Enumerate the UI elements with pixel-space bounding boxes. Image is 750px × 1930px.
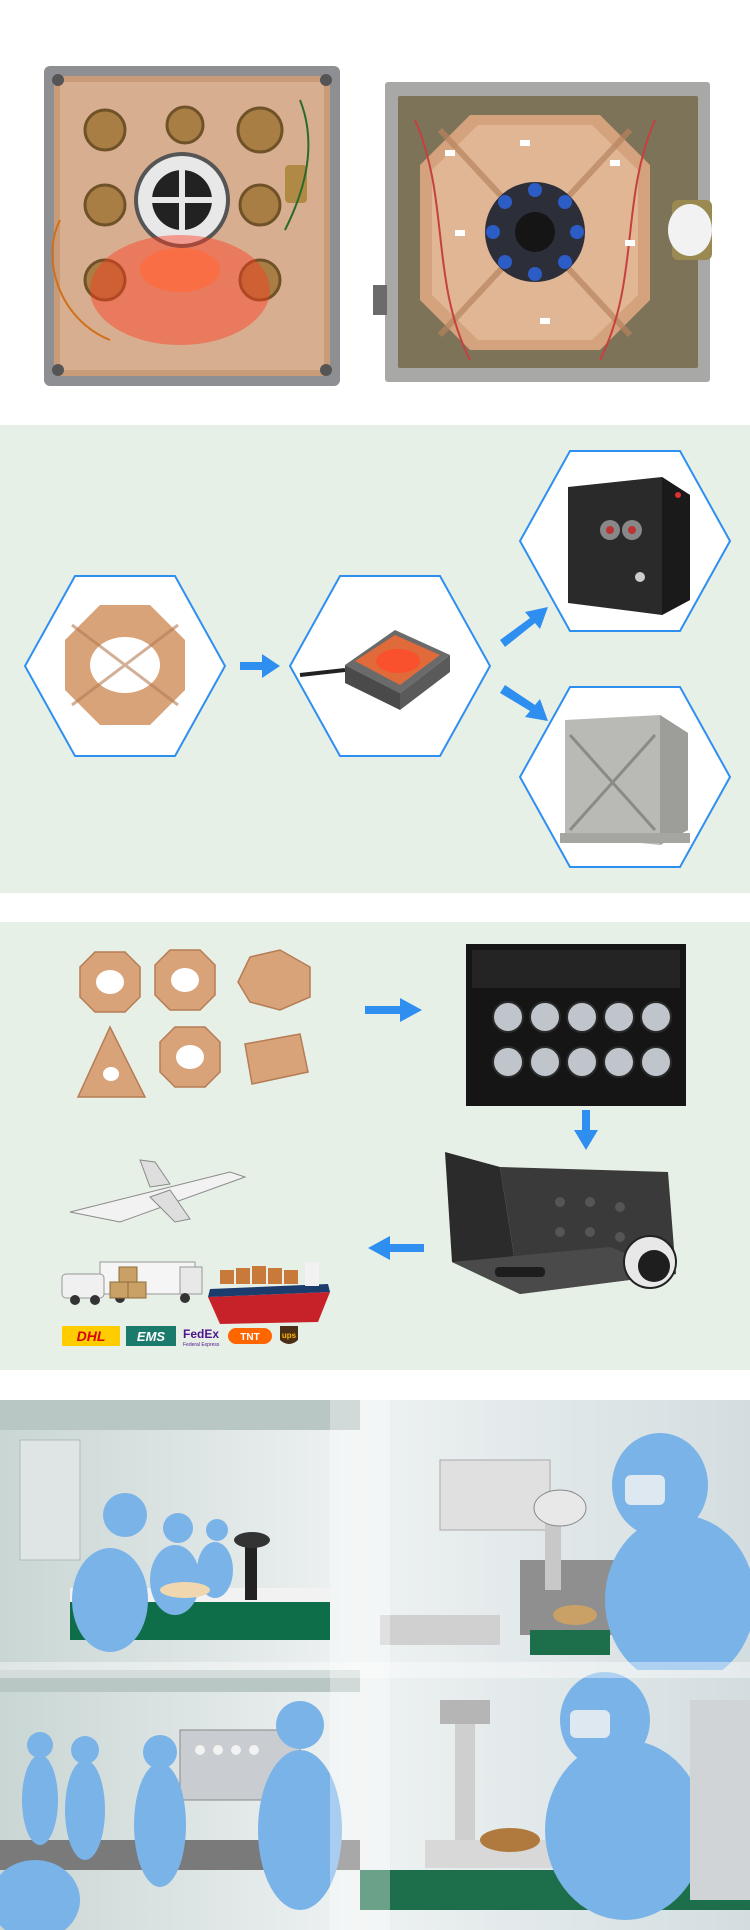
cleanroom-section <box>0 1400 750 1930</box>
right-arrow-icon <box>500 607 548 647</box>
svg-text:FedEx: FedEx <box>183 1327 219 1341</box>
silver-enclosure-unit <box>518 686 732 868</box>
assembled-device-open-top-photo <box>44 66 340 386</box>
amber-octagon-part <box>23 575 227 757</box>
svg-text:EMS: EMS <box>137 1329 166 1344</box>
svg-text:ups: ups <box>282 1331 297 1340</box>
foam-tray-with-vials <box>466 944 686 1106</box>
process-flow-section <box>0 425 750 893</box>
small-parts-set <box>76 949 311 1098</box>
black-enclosure-unit <box>518 450 732 632</box>
cleanroom-workers-row-photo <box>0 1400 360 1670</box>
svg-text:DHL: DHL <box>77 1328 106 1344</box>
ups-logo: ups <box>280 1326 298 1344</box>
dhl-logo: DHL <box>62 1326 120 1346</box>
section-divider <box>0 1370 750 1400</box>
microscope-closeup-photo <box>360 1670 750 1930</box>
down-arrow-icon <box>574 1110 598 1150</box>
svg-text:Federal Express: Federal Express <box>183 1342 220 1348</box>
aluminum-carry-case <box>445 1152 677 1294</box>
right-arrow-icon <box>500 685 548 721</box>
assembled-device-metal-housing-photo <box>373 82 712 382</box>
section-divider <box>0 893 750 922</box>
ems-logo: EMS <box>126 1326 176 1346</box>
right-arrow-icon <box>240 654 280 678</box>
product-photos-section <box>0 0 750 425</box>
tnt-logo: TNT <box>228 1328 272 1344</box>
air-land-sea-shipping <box>61 1159 330 1324</box>
left-arrow-icon <box>368 1236 424 1260</box>
packaging-flow-section: DHL EMS FedEx Federal Express TNT ups <box>0 922 750 1370</box>
courier-logos: DHL EMS FedEx Federal Express TNT ups <box>62 1326 298 1348</box>
right-arrow-icon <box>365 998 422 1022</box>
assembly-line-photo <box>0 1670 360 1930</box>
fedex-logo: FedEx Federal Express <box>183 1327 220 1348</box>
svg-text:TNT: TNT <box>240 1332 259 1343</box>
assembled-red-lit-unit <box>288 575 492 757</box>
microscope-inspection-photo <box>360 1400 750 1685</box>
